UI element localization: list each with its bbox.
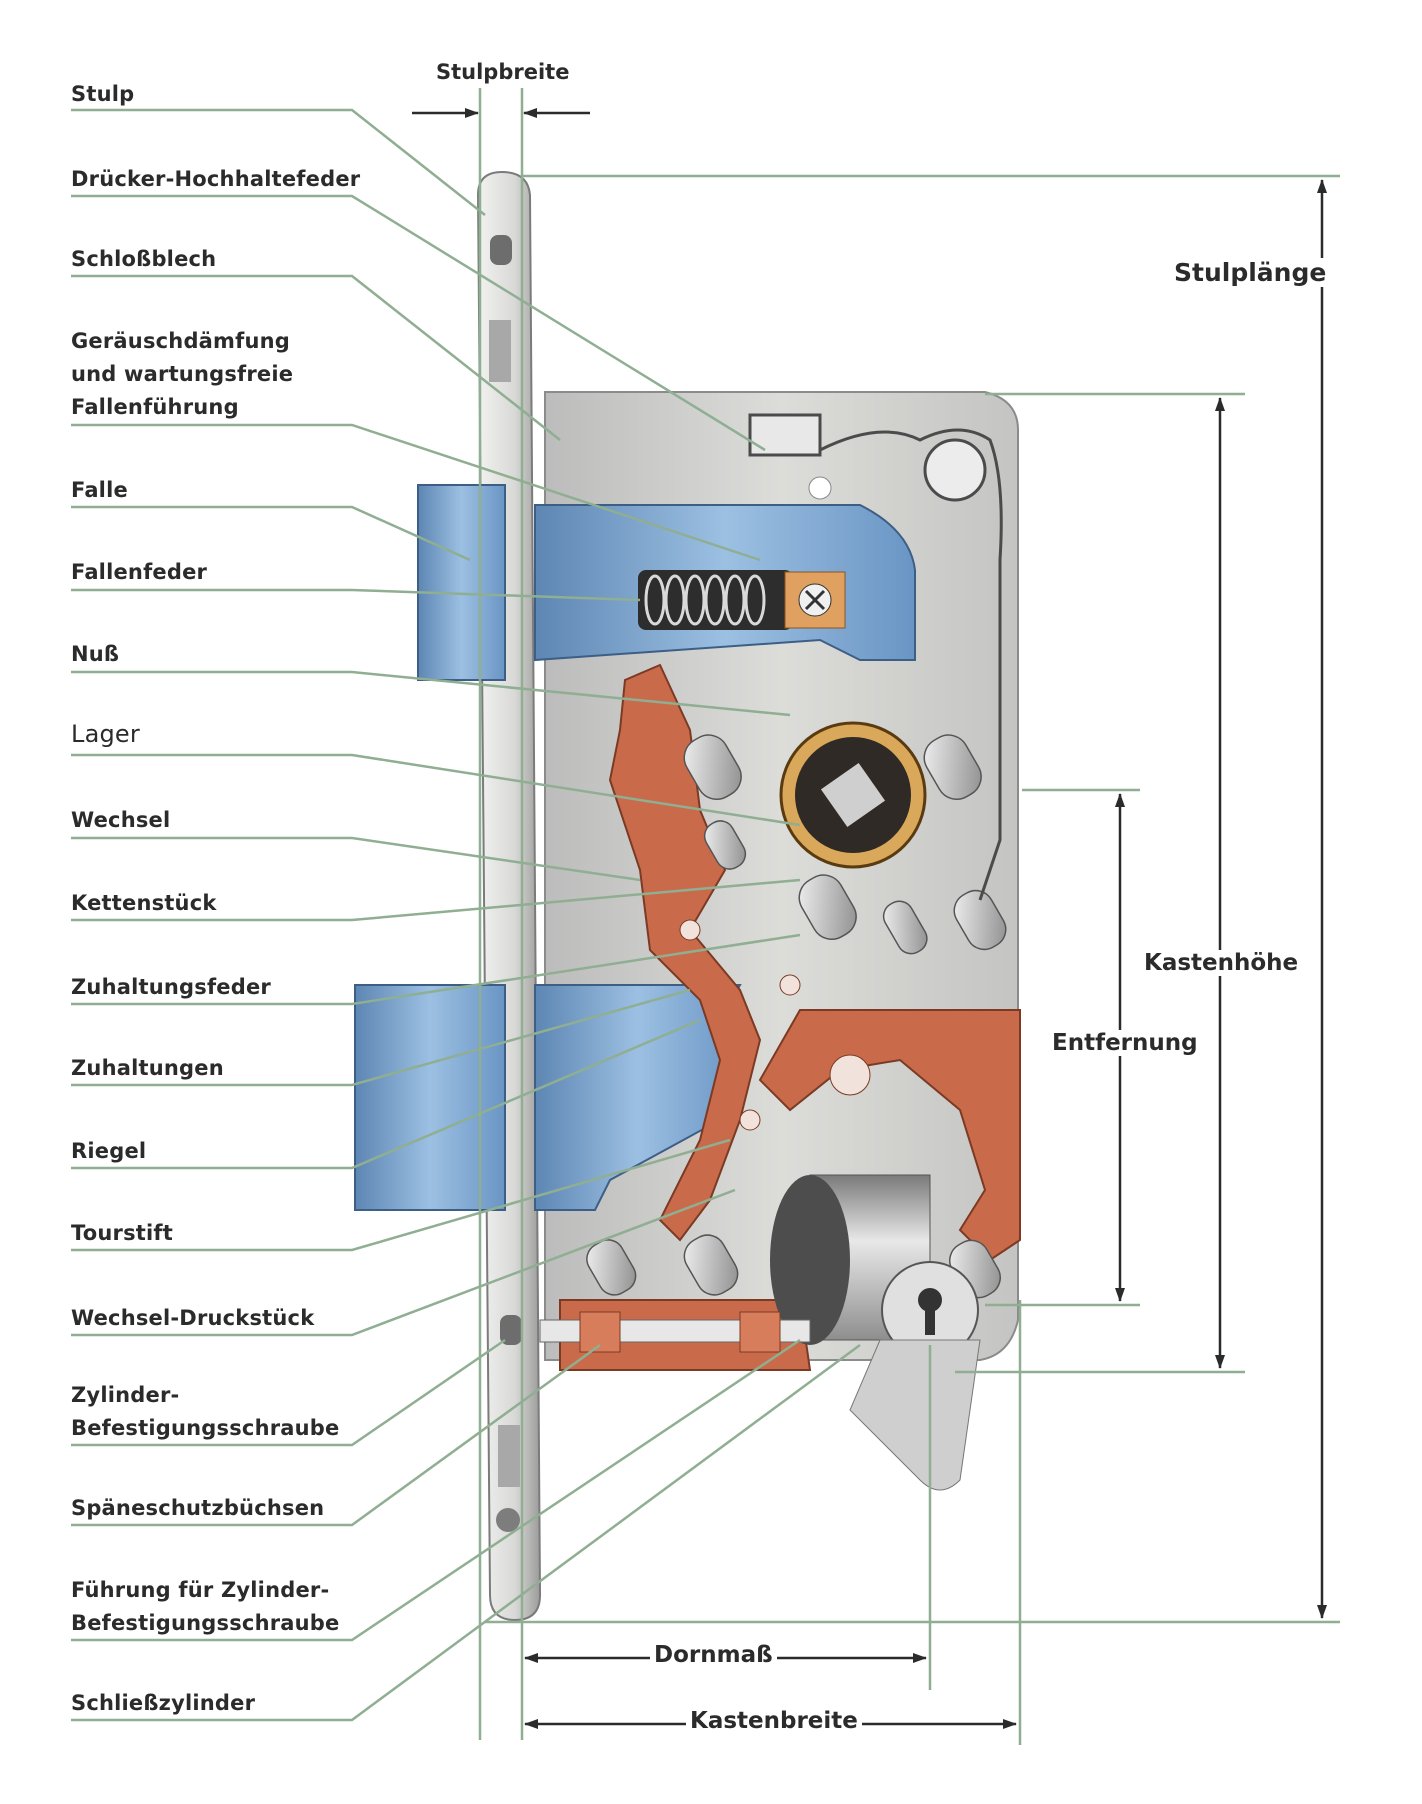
label-zuhaltungsfeder: Zuhaltungsfeder	[71, 975, 271, 999]
lever-spring	[748, 413, 1003, 901]
label-lager: Lager	[71, 720, 140, 748]
follower-nuss	[779, 721, 927, 869]
label-tourstift: Tourstift	[71, 1221, 173, 1245]
label-fallenfeder: Fallenfeder	[71, 560, 208, 584]
label-falle: Falle	[71, 478, 128, 502]
dim-label-dornmass: Dornmaß	[650, 1642, 777, 1668]
latch-falle	[417, 484, 916, 681]
label-zylinder-befestigungsschraube: Zylinder- Befestigungsschraube	[71, 1383, 340, 1440]
label-spaeneschutzbuechsen: Späneschutzbüchsen	[71, 1496, 325, 1520]
label-zuhaltungen: Zuhaltungen	[71, 1056, 224, 1080]
bolt-riegel	[354, 984, 742, 1211]
dim-label-kastenhoehe: Kastenhöhe	[1140, 950, 1303, 976]
label-wechsel: Wechsel	[71, 808, 171, 832]
swarf-sleeves	[539, 1311, 811, 1353]
dim-label-stulpbreite: Stulpbreite	[432, 60, 574, 84]
label-schlossblech: Schloßblech	[71, 247, 217, 271]
faceplate-stulp	[476, 170, 542, 1622]
label-druecker-hochhaltefeder: Drücker-Hochhaltefeder	[71, 167, 361, 191]
leader-lines	[71, 108, 861, 1722]
label-geraeuschdaempfung: Geräuschdämfung und wartungsfreie Fallen…	[71, 329, 294, 419]
label-stulp: Stulp	[71, 82, 135, 106]
lock-cylinder	[770, 1174, 981, 1491]
dim-label-stulplaenge: Stulplänge	[1170, 258, 1331, 287]
tumbler-holes	[679, 919, 871, 1131]
dim-label-kastenbreite: Kastenbreite	[686, 1708, 862, 1734]
label-nuss: Nuß	[71, 642, 120, 666]
dimension-lines	[478, 88, 1340, 1745]
label-wechsel-druckstueck: Wechsel-Druckstück	[71, 1306, 315, 1330]
dim-label-entfernung: Entfernung	[1048, 1030, 1202, 1056]
label-schliesszylinder: Schließzylinder	[71, 1691, 256, 1715]
label-fuehrung-zylinder: Führung für Zylinder- Befestigungsschrau…	[71, 1578, 340, 1635]
label-kettenstueck: Kettenstück	[71, 891, 217, 915]
label-riegel: Riegel	[71, 1139, 147, 1163]
